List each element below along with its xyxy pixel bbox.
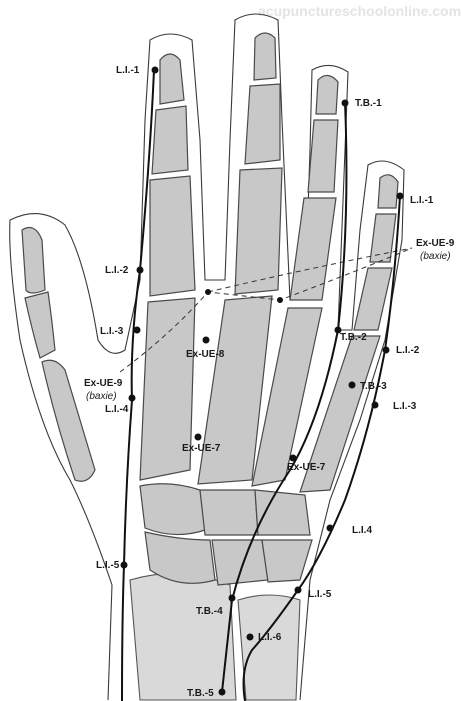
forearm-bones [129,573,301,701]
point-li5-right [294,586,302,594]
triple-burner-meridian-line [221,102,348,693]
label-li4-right: L.I.4 [352,525,372,536]
point-exue7-center [194,433,202,441]
label-li2-left: L.I.-2 [105,265,129,276]
large-intestine-meridian-right-line [242,195,401,701]
label-tb4: T.B.-4 [196,606,223,617]
label-tb2: T.B.-2 [340,332,367,343]
point-li3-left [133,326,141,334]
point-ex-ue9-a [205,289,211,295]
point-tb2 [334,326,342,334]
point-li4-left [128,394,136,402]
label-ex-ue9-right: Ex-UE-9 [416,238,455,249]
middle-finger-bones [197,32,283,485]
point-li3-right [371,401,379,409]
point-li5-left [120,561,128,569]
point-labels: L.I.-1 L.I.-2 L.I.-3 L.I.-4 L.I.-5 T.B.-… [84,65,455,699]
point-ex-ue9-b [277,297,283,303]
label-ex-ue9-left: Ex-UE-9 [84,378,123,389]
index-finger-bones [139,53,196,481]
skin-outline [9,13,405,701]
point-li1-top [151,66,159,74]
label-tb3: T.B.-3 [360,381,387,392]
label-exue8: Ex-UE-8 [186,349,225,360]
ring-finger-bones [251,74,339,487]
label-tb5: T.B.-5 [187,688,214,699]
thumb-bones [21,227,96,482]
label-li2-right: L.I.-2 [396,345,420,356]
point-tb3 [348,381,356,389]
label-li1-top: L.I.-1 [116,65,140,76]
label-li4-left: L.I.-4 [105,404,129,415]
little-finger-bones [299,174,399,493]
point-li6 [246,633,254,641]
point-tb5 [218,688,226,696]
label-baxie-left: (baxie) [86,391,117,402]
watermark-text: acupunctureschoolonline.com [258,3,461,19]
carpal-bones [139,483,313,586]
label-li3-left: L.I.-3 [100,326,124,337]
radius-bone [129,573,237,701]
label-li3-right: L.I.-3 [393,401,417,412]
point-li4-right [326,524,334,532]
label-exue7-right: Ex-UE-7 [287,462,326,473]
acupoint-markers [120,66,404,696]
point-exue8 [202,336,210,344]
point-li2-right [382,346,390,354]
label-li5-left: L.I.-5 [96,560,120,571]
ulna-bone [237,594,301,701]
point-li1-right [396,192,404,200]
label-li6: L.I.-6 [258,632,282,643]
label-baxie-right: (baxie) [420,251,451,262]
point-li2-left [136,266,144,274]
label-li1-right: L.I.-1 [410,195,434,206]
point-tb1 [341,99,349,107]
point-exue7-right [289,454,297,462]
label-li5-right: L.I.-5 [308,589,332,600]
label-exue7-center: Ex-UE-7 [182,443,221,454]
label-tb1: T.B.-1 [355,98,382,109]
point-tb4 [228,594,236,602]
